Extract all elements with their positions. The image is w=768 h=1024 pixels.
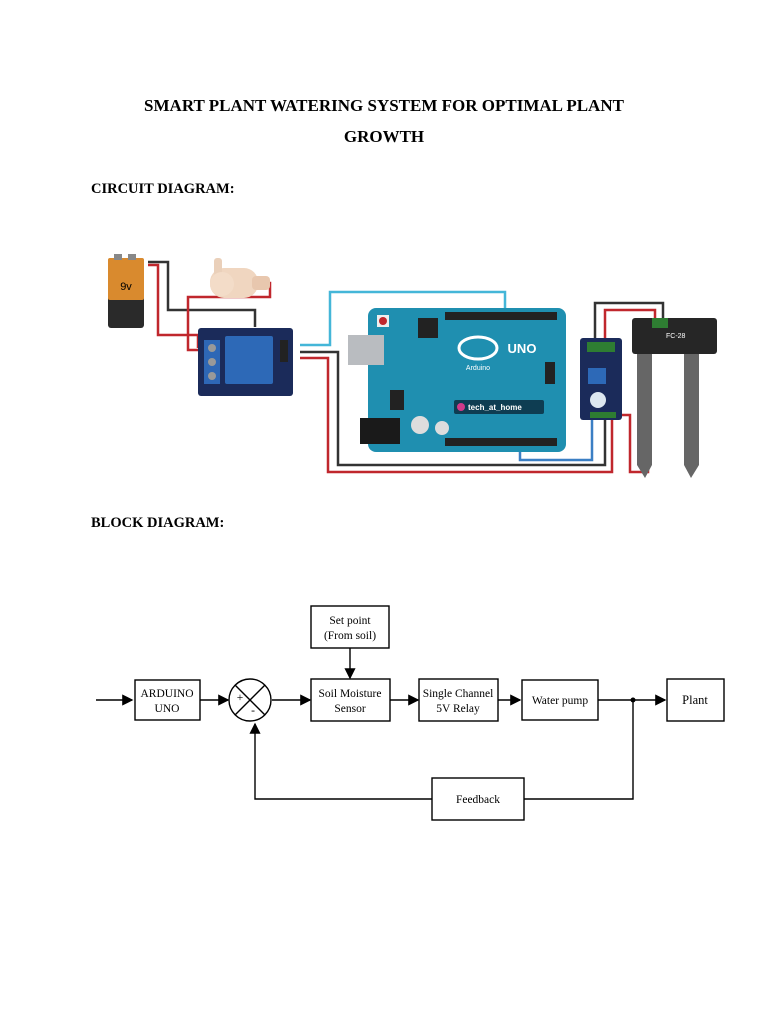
- sum-plus-sign: +: [237, 692, 244, 704]
- relay-block: [418, 678, 499, 722]
- battery-label: 9v: [120, 281, 132, 293]
- soil-probe: FC-28: [632, 318, 717, 478]
- wire-probe-black: [593, 301, 665, 340]
- circuit-diagram-heading: CIRCUIT DIAGRAM:: [91, 181, 235, 197]
- watermark-text: tech_at_home: [468, 403, 522, 412]
- sensor-label-2: Sensor: [334, 703, 365, 715]
- plant-label: Plant: [682, 693, 708, 707]
- setpoint-label-2: (From soil): [324, 630, 376, 642]
- wire-red-battery: [148, 263, 200, 348]
- battery-9v: 9v: [108, 254, 144, 328]
- relay-label-1: Single Channel: [423, 688, 494, 700]
- probe-label: FC-28: [666, 333, 686, 340]
- relay-label-2: 5V Relay: [436, 703, 480, 715]
- pump-block: [521, 679, 599, 721]
- wire-probe-red: [603, 308, 657, 340]
- document-title: SMART PLANT WATERING SYSTEM FOR OPTIMAL …: [0, 90, 768, 152]
- relay-module: [198, 328, 293, 396]
- arduino-label-1: ARDUINO: [140, 688, 193, 700]
- arduino-brand-text: Arduino: [466, 365, 490, 372]
- pump-label: Water pump: [532, 695, 588, 707]
- water-pump-illustration: [210, 258, 270, 298]
- arduino-label-2: UNO: [155, 703, 180, 715]
- wire-cyan-signal: [300, 290, 507, 347]
- wire-red-vcc: [300, 356, 614, 474]
- setpoint-block: [310, 605, 390, 649]
- wire-black-battery: [148, 260, 257, 327]
- title-line-1: SMART PLANT WATERING SYSTEM FOR OPTIMAL …: [144, 96, 624, 115]
- sensor-block: [310, 678, 391, 722]
- arduino-block: [134, 679, 201, 721]
- sum-minus-sign: -: [251, 705, 255, 717]
- feedback-block: [431, 777, 525, 821]
- arduino-uno-board: UNO Arduino tech_at_home: [348, 308, 566, 452]
- block-diagram: Set point (From soil) ARDUINO UNO + - So…: [96, 605, 725, 821]
- block-diagram-heading: BLOCK DIAGRAM:: [91, 515, 225, 531]
- setpoint-label-1: Set point: [329, 615, 371, 627]
- arduino-logo-text: UNO: [508, 341, 537, 356]
- plant-block: [666, 678, 725, 722]
- title-line-2: GROWTH: [343, 127, 425, 146]
- moisture-sensor-module: [580, 338, 622, 420]
- feedback-line-left: [249, 722, 432, 800]
- branch-point: [630, 697, 636, 703]
- circuit-illustration: 9v UNO Arduino tech_at_home: [108, 254, 717, 478]
- sensor-label-1: Soil Moisture: [319, 688, 382, 700]
- feedback-line-right: [524, 700, 634, 800]
- wire-black-gnd: [300, 350, 607, 467]
- feedback-label: Feedback: [456, 794, 500, 806]
